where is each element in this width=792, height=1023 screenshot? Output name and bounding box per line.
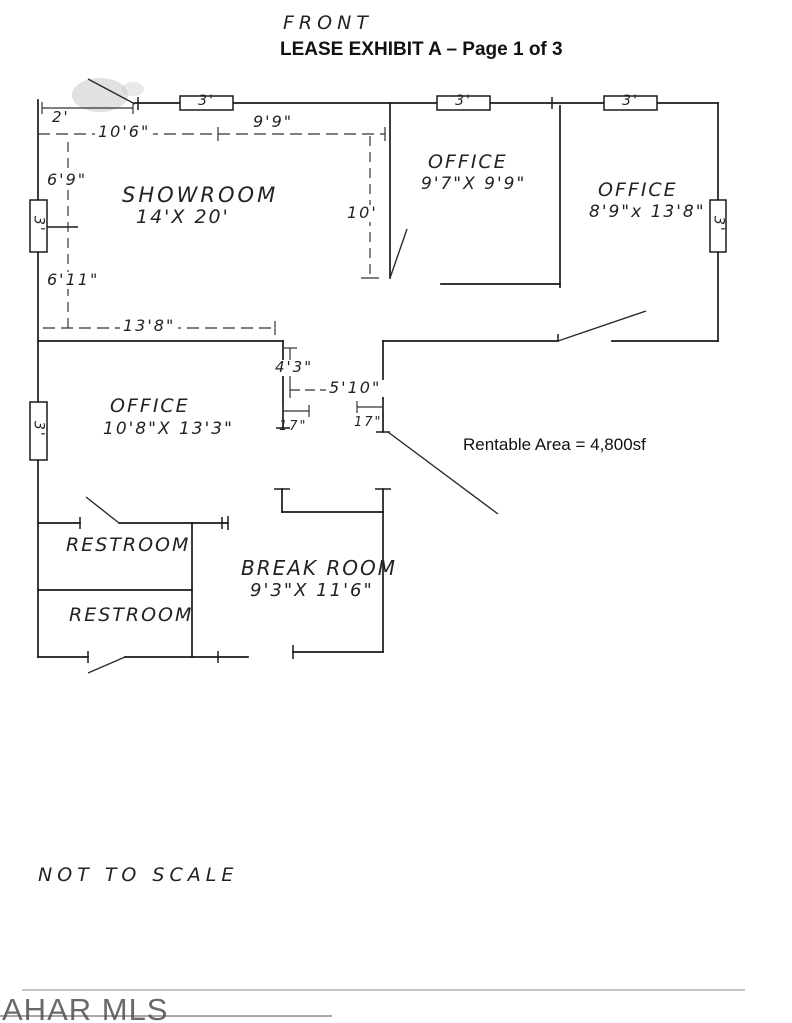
- dim-6-11-label: 6'11": [44, 271, 103, 289]
- scan-lines: [0, 989, 745, 1017]
- room-showroom-label: SHOWROOM: [122, 183, 279, 207]
- front-label: FRONT: [283, 12, 373, 34]
- window-top-showroom: [179, 95, 234, 111]
- door-restroom-area: [85, 496, 120, 524]
- scan-smudge: [72, 78, 144, 112]
- window-left-showroom: [29, 199, 48, 253]
- door-swings: [85, 78, 647, 674]
- wall-ticks: [47, 97, 559, 663]
- window-left1-label: 3': [30, 215, 47, 233]
- window-right-office2: [709, 199, 727, 253]
- window-left2-label: 3': [30, 420, 47, 438]
- room-office1-dims: 9'7"X 9'9": [421, 174, 527, 194]
- room-restroom2-label: RESTROOM: [69, 604, 194, 626]
- mls-watermark: AHAR MLS: [2, 992, 169, 1023]
- room-office3-label: OFFICE: [110, 395, 190, 417]
- room-breakroom-label: BREAK ROOM: [241, 556, 398, 580]
- window-top1-label: 3': [198, 93, 215, 109]
- window-top3-label: 3': [622, 93, 639, 109]
- not-to-scale-note: NOT TO SCALE: [38, 864, 239, 886]
- room-office1-label: OFFICE: [428, 151, 508, 173]
- room-office3-dims: 10'8"X 13'3": [103, 419, 234, 439]
- dim-13-8-label: 13'8": [120, 317, 179, 335]
- dim-5-10-label: 5'10": [326, 379, 385, 397]
- room-restroom1-label: RESTROOM: [66, 534, 191, 556]
- room-office2-label: OFFICE: [598, 179, 678, 201]
- dim-17-right-label: 17": [354, 415, 383, 430]
- dim-9-9-label: 9'9": [250, 113, 297, 131]
- dim-10-6-label: 10'6": [95, 123, 154, 141]
- dim-10ft-label: 10': [344, 204, 381, 222]
- page-title: LEASE EXHIBIT A – Page 1 of 3: [280, 39, 563, 60]
- dim-2ft-label: 2': [52, 108, 70, 126]
- door-bottom: [87, 656, 126, 674]
- room-office2-dims: 8'9"x 13'8": [589, 202, 706, 222]
- room-showroom-dims: 14'X 20': [136, 206, 230, 228]
- door-entry-top-left: [87, 78, 136, 105]
- window-top2-label: 3': [455, 93, 472, 109]
- window-right-label: 3': [710, 215, 727, 233]
- door-hallway: [387, 431, 499, 515]
- walls: [37, 99, 719, 658]
- dimension-lines: [38, 102, 386, 417]
- room-breakroom-dims: 9'3"X 11'6": [250, 580, 374, 601]
- dim-4-3-label: 4'3": [272, 359, 317, 376]
- dim-6-9-label: 6'9": [44, 171, 91, 189]
- window-left-office3: [29, 401, 48, 461]
- windows: [29, 95, 727, 461]
- door-mid-wall: [557, 310, 647, 342]
- window-top-office2: [603, 95, 658, 111]
- door-office1: [389, 228, 408, 279]
- dim-17-left-label: 17": [279, 419, 308, 434]
- rentable-area-note: Rentable Area = 4,800sf: [463, 435, 646, 454]
- window-top-office1: [436, 95, 491, 111]
